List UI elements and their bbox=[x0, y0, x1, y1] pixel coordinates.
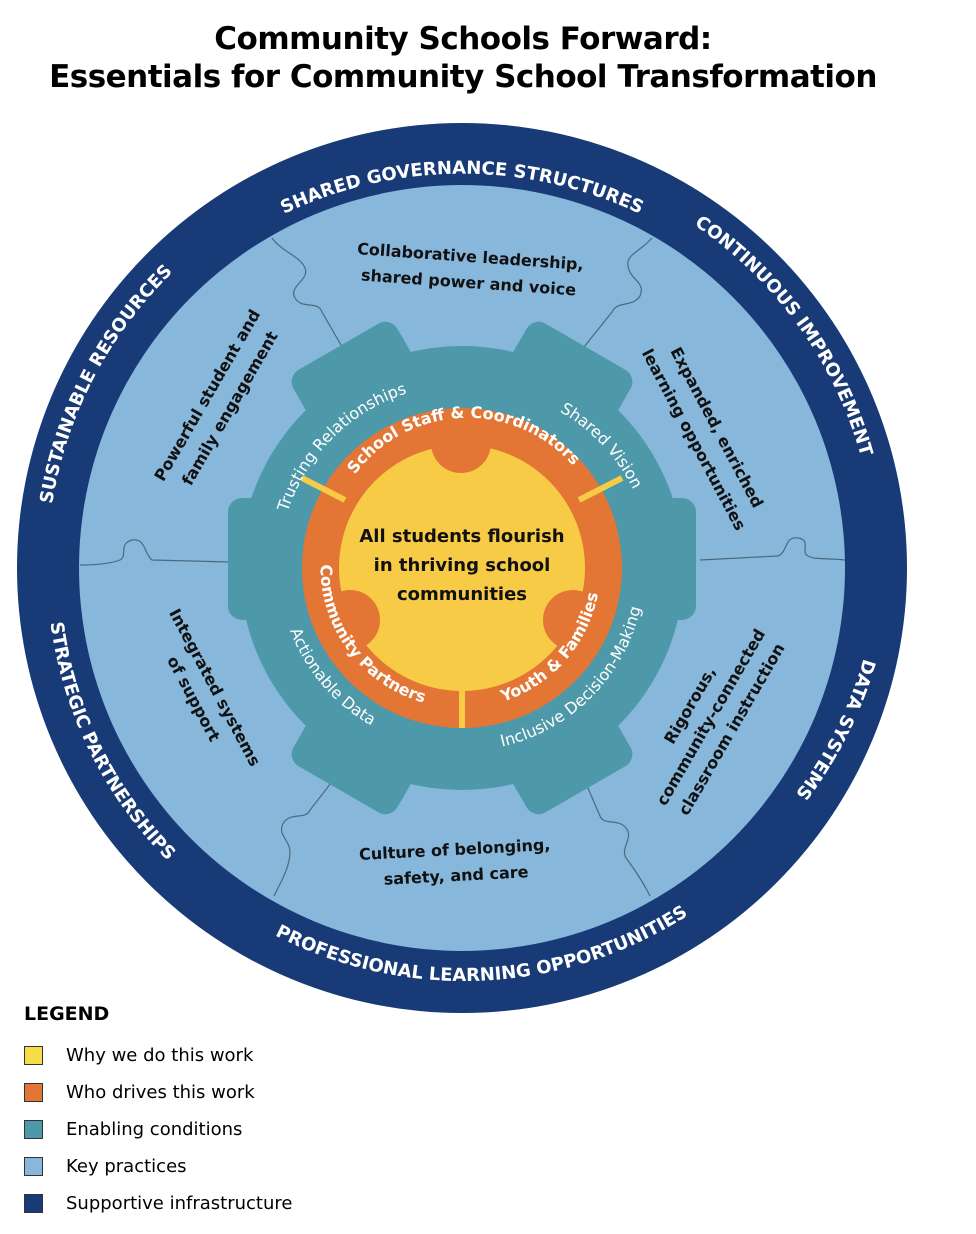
why-center-disk bbox=[339, 445, 585, 691]
legend-item-infrastructure: Supportive infrastructure bbox=[24, 1185, 292, 1222]
legend-item-why: Why we do this work bbox=[24, 1037, 292, 1074]
gear-tooth-top-left bbox=[291, 321, 421, 433]
legend-label: Why we do this work bbox=[66, 1045, 254, 1066]
legend-label: Who drives this work bbox=[66, 1082, 255, 1103]
seam-bottom-right bbox=[577, 764, 651, 897]
center-statement: All students flourish in thriving school… bbox=[359, 526, 564, 605]
gear-tooth-right bbox=[626, 498, 696, 620]
knob-top bbox=[431, 413, 491, 473]
title-line-2: Essentials for Community School Transfor… bbox=[49, 59, 877, 95]
gear-tooth-bottom-left bbox=[291, 703, 421, 815]
gear-tooth-bottom-right bbox=[503, 703, 633, 815]
legend-swatch-orange bbox=[24, 1083, 43, 1102]
legend-item-who: Who drives this work bbox=[24, 1074, 292, 1111]
title-line-1: Community Schools Forward: bbox=[214, 21, 712, 57]
legend-label: Supportive infrastructure bbox=[66, 1193, 293, 1214]
seam-top-right bbox=[579, 237, 653, 353]
page-title: Community Schools Forward: Essentials fo… bbox=[0, 20, 926, 96]
knob-right bbox=[543, 590, 603, 650]
orange-dividers bbox=[300, 475, 624, 728]
seam-left bbox=[79, 539, 231, 566]
orange-knobs bbox=[320, 413, 603, 650]
gear-tooth-left bbox=[228, 498, 298, 620]
divider-right bbox=[577, 475, 624, 503]
puzzle-seams bbox=[79, 237, 846, 897]
center-line-2: in thriving school bbox=[374, 555, 551, 576]
legend: LEGEND Why we do this work Who drives th… bbox=[24, 1003, 292, 1222]
legend-swatch-light-blue bbox=[24, 1157, 43, 1176]
seam-top-left bbox=[271, 237, 346, 353]
legend-title: LEGEND bbox=[24, 1003, 110, 1025]
legend-swatch-navy bbox=[24, 1194, 43, 1213]
center-line-1: All students flourish bbox=[359, 526, 564, 547]
knob-left bbox=[320, 590, 380, 650]
seam-right bbox=[699, 537, 846, 561]
legend-label: Enabling conditions bbox=[66, 1119, 243, 1140]
divider-left bbox=[300, 475, 347, 503]
legend-item-practices: Key practices bbox=[24, 1148, 292, 1185]
legend-item-enabling: Enabling conditions bbox=[24, 1111, 292, 1148]
legend-swatch-teal bbox=[24, 1120, 43, 1139]
center-line-3: communities bbox=[397, 584, 527, 605]
gear-tooth-top-right bbox=[503, 321, 633, 433]
legend-swatch-yellow bbox=[24, 1046, 43, 1065]
seam-bottom-left bbox=[273, 764, 346, 897]
legend-label: Key practices bbox=[66, 1156, 187, 1177]
